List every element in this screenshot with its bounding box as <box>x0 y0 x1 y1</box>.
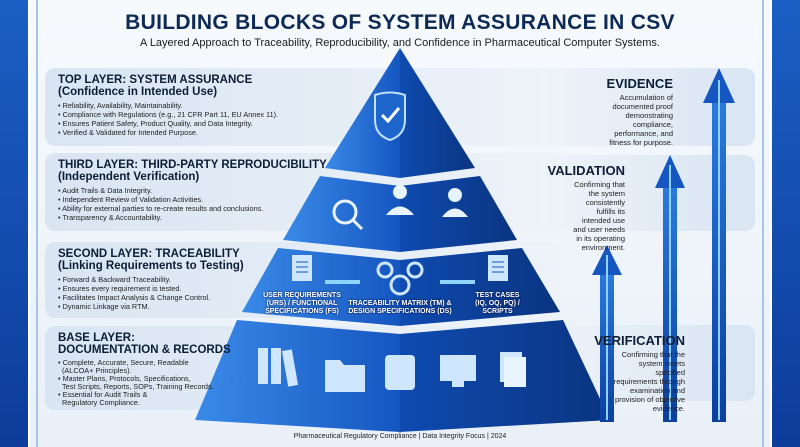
layer-title: THIRD LAYER: THIRD-PARTY REPRODUCIBILITY <box>58 159 327 171</box>
test-cases-label: TEST CASES (IQ, OQ, PQ) / SCRIPTS <box>475 292 520 315</box>
panel-base-layer: BASE LAYER: DOCUMENTATION & RECORDS • Co… <box>45 326 565 410</box>
urs-fs-label: USER REQUIREMENTS (URS) / FUNCTIONAL SPE… <box>263 292 341 315</box>
bullet: Regulatory Compliance. <box>62 398 140 407</box>
evidence-title: EVIDENCE <box>606 76 673 91</box>
panel-top-layer: TOP LAYER: SYSTEM ASSURANCE (Confidence … <box>45 68 565 146</box>
panel-bg-top-layer <box>45 68 565 146</box>
bullet: • Verified & Validated for Intended Purp… <box>58 128 198 137</box>
layer-bullets: • Reliability, Availability, Maintainabi… <box>58 101 565 137</box>
layer-subtitle: DOCUMENTATION & RECORDS <box>58 344 231 356</box>
panel-validation: VALIDATION Confirming that the system co… <box>540 155 755 252</box>
panel-evidence: EVIDENCE Accumulation of documented proo… <box>540 68 755 147</box>
validation-title: VALIDATION <box>547 163 625 178</box>
bullet: • Dynamic Linkage via RTM. <box>58 302 150 311</box>
bullet: • Essential for Audit Trails & <box>58 390 148 399</box>
bullet: • Audit Trails & Data Integrity. <box>58 186 153 195</box>
verification-text: Confirming that the system meets specifi… <box>613 350 685 413</box>
panel-verification: VERIFICATION Confirming that the system … <box>540 325 755 413</box>
layer-title: TOP LAYER: SYSTEM ASSURANCE <box>58 74 253 86</box>
frame-line-left <box>16 0 38 447</box>
layer-subtitle: (Confidence in Intended Use) <box>58 86 218 98</box>
bullet: • Ensures every requirement is tested. <box>58 284 182 293</box>
page-subtitle: A Layered Approach to Traceability, Repr… <box>140 37 660 49</box>
tm-ds-label: TRACEABILITY MATRIX (TM) & DESIGN SPECIF… <box>348 300 452 315</box>
bullet: • Independent Review of Validation Activ… <box>58 195 204 204</box>
panel-third-layer: THIRD LAYER: THIRD-PARTY REPRODUCIBILITY… <box>45 153 565 231</box>
layer-subtitle: (Linking Requirements to Testing) <box>58 260 244 272</box>
bullet: • Facilitates Impact Analysis & Change C… <box>58 293 211 302</box>
layer-bullets: • Complete, Accurate, Secure, Readable (… <box>58 359 565 407</box>
verification-title: VERIFICATION <box>594 333 685 348</box>
layer-bullets: • Forward & Backward Traceability. • Ens… <box>58 275 565 311</box>
page-title: BUILDING BLOCKS OF SYSTEM ASSURANCE IN C… <box>125 11 675 34</box>
frame-line-right <box>762 0 784 447</box>
evidence-text: Accumulation of documented proof demonst… <box>609 93 673 147</box>
bullet: • Ensures Patient Safety, Product Qualit… <box>58 119 253 128</box>
right-frame <box>772 0 800 447</box>
bullet: • Reliability, Availability, Maintainabi… <box>58 101 183 110</box>
panel-second-layer: SECOND LAYER: TRACEABILITY (Linking Requ… <box>45 242 565 318</box>
footer: Pharmaceutical Regulatory Compliance | D… <box>293 433 507 440</box>
bullet: • Ability for external parties to re-cre… <box>58 204 264 213</box>
layer-title: BASE LAYER: <box>58 332 135 344</box>
bullet: Test Scripts, Reports, SOPs, Training Re… <box>62 382 214 391</box>
validation-text: Confirming that the system consistently … <box>573 180 625 252</box>
bullet: • Master Plans, Protocols, Specification… <box>58 374 191 383</box>
bullet: • Transparency & Accountability. <box>58 213 162 222</box>
layer-bullets: • Audit Trails & Data Integrity. • Indep… <box>58 186 565 222</box>
bullet: (ALCOA+ Principles). <box>62 366 132 375</box>
layer-title: SECOND LAYER: TRACEABILITY <box>58 248 240 260</box>
bullet: • Complete, Accurate, Secure, Readable <box>58 358 189 367</box>
bullet: • Compliance with Regulations (e.g., 21 … <box>58 110 279 119</box>
bullet: • Forward & Backward Traceability. <box>58 275 171 284</box>
left-frame <box>0 0 28 447</box>
layer-subtitle: (Independent Verification) <box>58 171 200 183</box>
